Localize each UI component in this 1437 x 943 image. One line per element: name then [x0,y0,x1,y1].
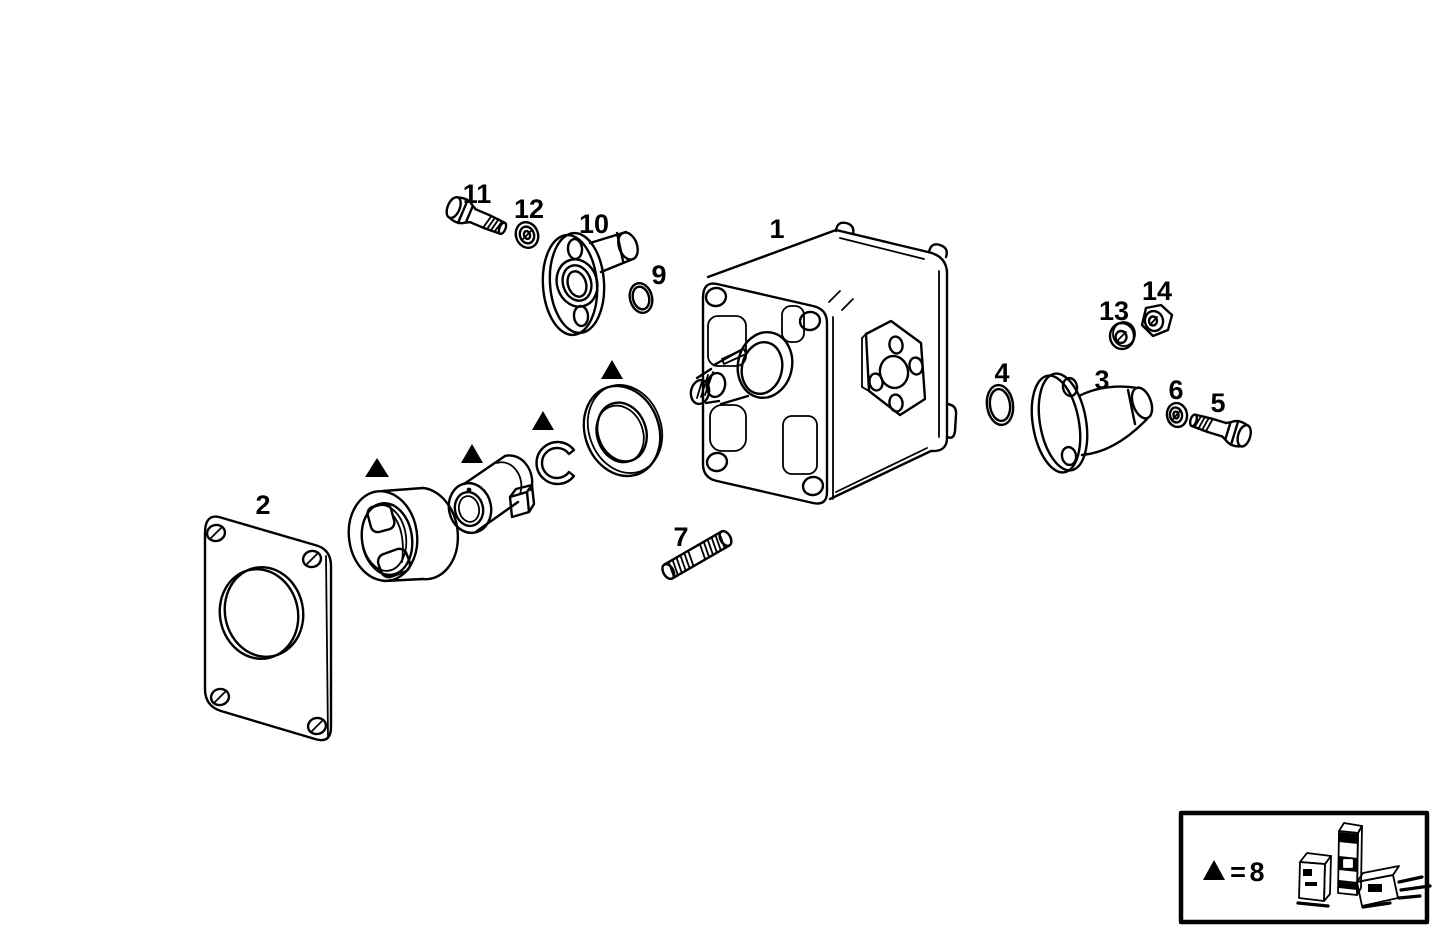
part-12-washer [514,221,540,249]
kit-marker-triangle-2 [461,444,483,463]
part-10-label: 10 [579,209,609,239]
part-14-hex-nut [1140,303,1174,338]
part-4-label: 4 [994,358,1009,388]
part-5-label: 5 [1210,388,1225,418]
part-9-seal-ring [628,282,654,314]
kit-marker-triangle-4 [601,360,623,379]
legend-box: = 8 [1178,810,1432,925]
kit-part-coupling-ring [347,486,460,583]
part-3-elbow-fitting [1030,372,1154,474]
part-6-washer [1165,401,1189,429]
part-6-label: 6 [1168,375,1183,405]
part-1-gear-pump-body [689,221,958,505]
legend-triangle-icon [1203,860,1225,880]
kit-part-seal-washer [582,384,664,478]
part-11-bolt [445,195,508,236]
legend-equals: = [1230,857,1246,887]
part-13-washer [1108,321,1136,351]
kit-part-snap-ring [535,440,576,486]
part-9-label: 9 [651,260,666,290]
part-14-label: 14 [1142,276,1172,306]
parts-kit-boxes-illustration [1296,822,1432,909]
legend-kit-number: 8 [1249,857,1264,887]
part-12-label: 12 [514,194,544,224]
kit-marker-triangle-1 [365,458,389,477]
kit-part-drive-hub [447,454,536,535]
part-7-stud [661,529,733,581]
part-7-label: 7 [673,522,688,552]
part-2-label: 2 [255,490,270,520]
part-3-label: 3 [1094,365,1109,395]
part-4-o-ring [985,383,1015,427]
kit-marker-triangle-3 [532,411,554,430]
legend-border [1178,810,1430,925]
part-11-label: 11 [463,179,492,209]
part-5-bolt [1188,413,1252,448]
part-1-label: 1 [769,214,784,244]
part-13-label: 13 [1099,296,1129,326]
part-10-shaft-flange-fitting [541,230,639,337]
part-2-mounting-plate [203,515,333,742]
